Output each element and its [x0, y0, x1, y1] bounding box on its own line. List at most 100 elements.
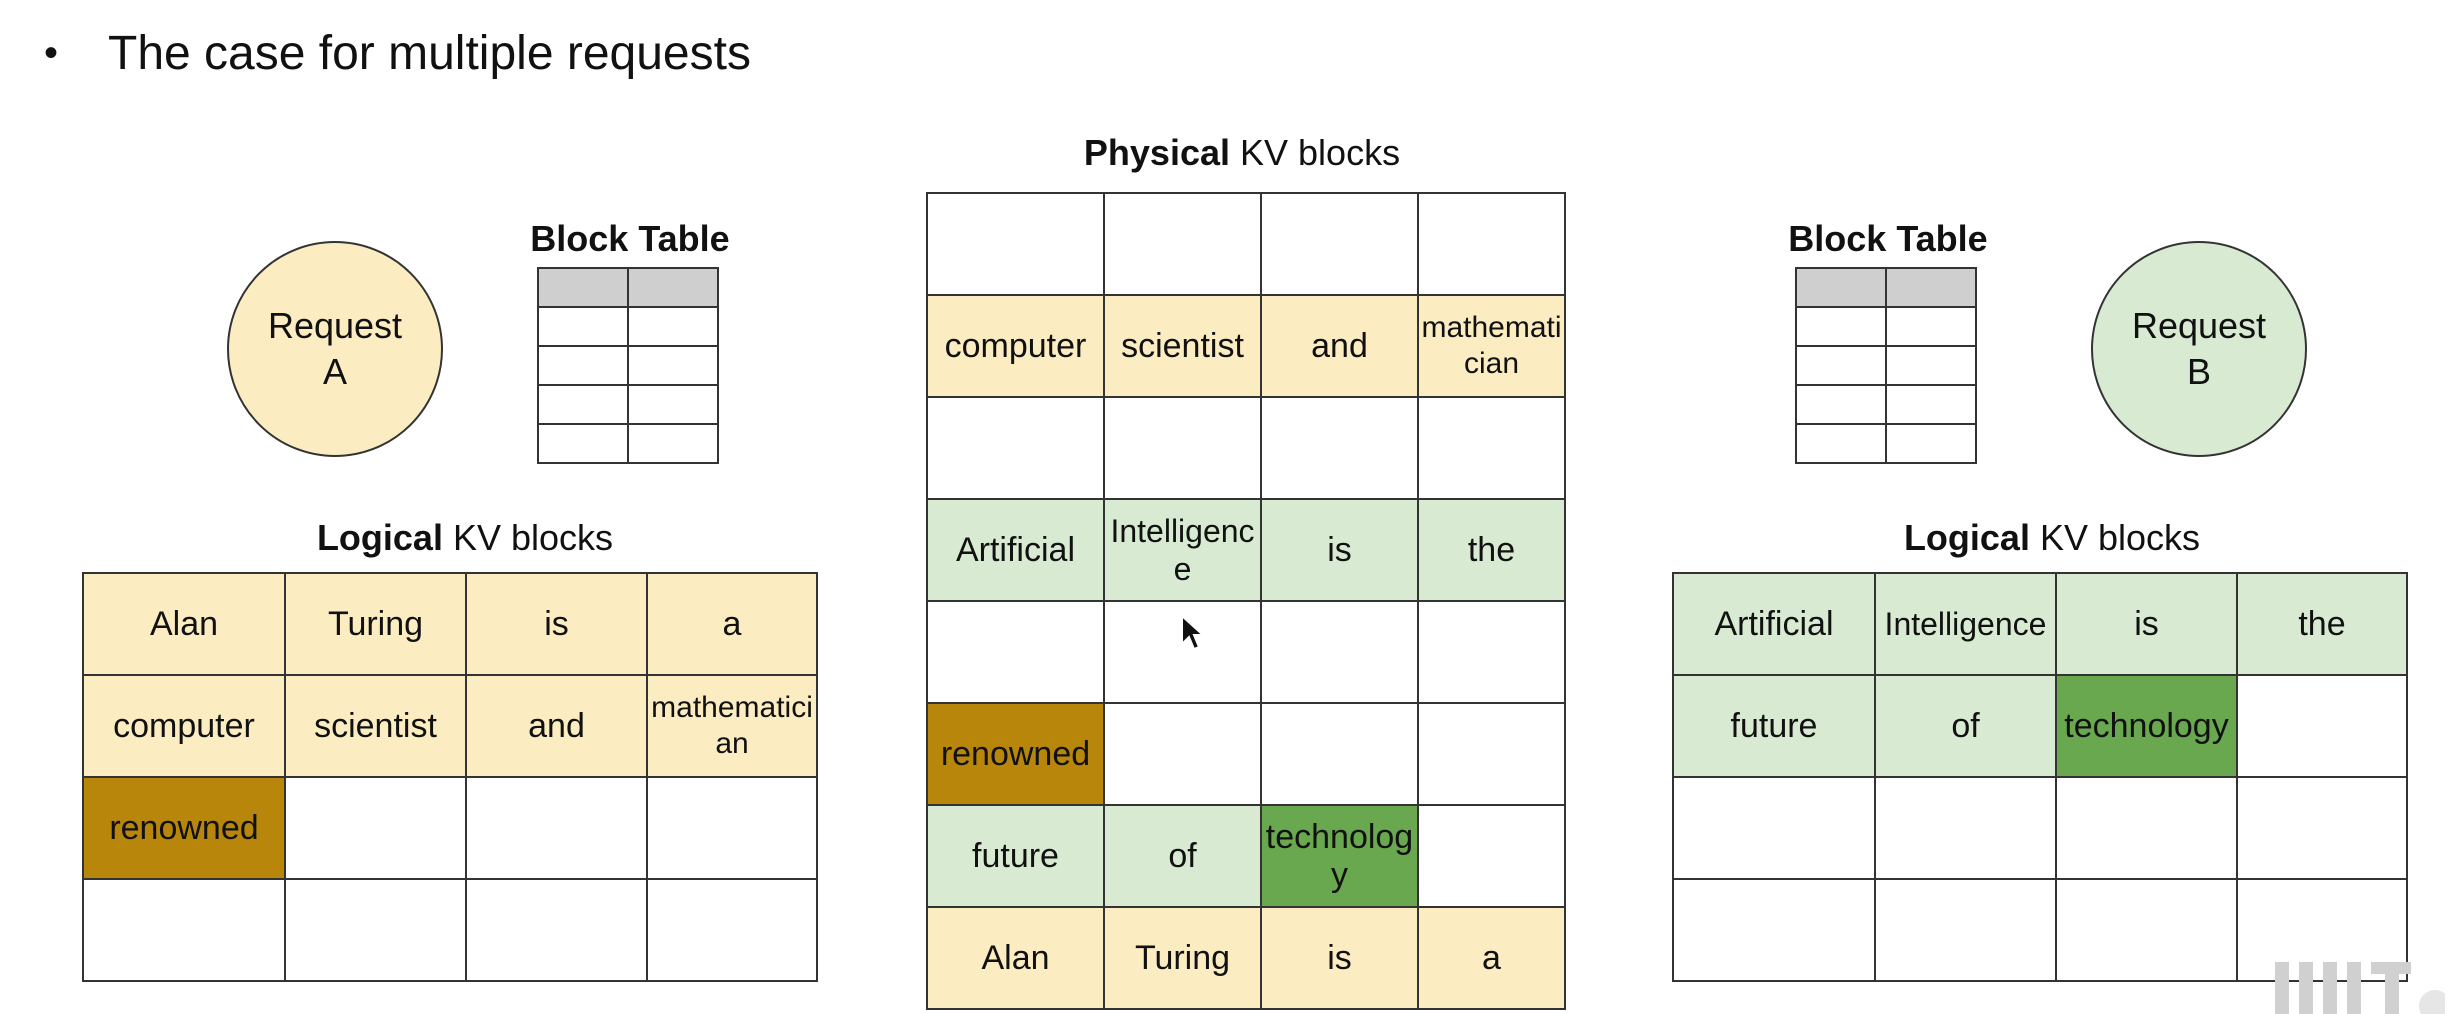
kv-empty-cell	[1417, 192, 1566, 296]
kv-row	[926, 600, 1566, 704]
kv-row	[1672, 878, 2408, 982]
kv-token-cell: and	[1260, 294, 1419, 398]
block-table-cell	[1885, 384, 1977, 425]
kv-empty-cell	[1874, 878, 2057, 982]
kv-empty-cell	[82, 878, 286, 982]
block-table-cell	[1795, 423, 1887, 464]
mouse-pointer-icon	[1181, 614, 1204, 651]
kv-token-cell: computer	[926, 294, 1105, 398]
kv-empty-cell	[284, 878, 467, 982]
kv-token-cell: scientist	[1103, 294, 1262, 398]
kv-empty-cell	[1260, 600, 1419, 704]
kv-empty-cell	[1417, 804, 1566, 908]
block-table-cell	[627, 306, 719, 347]
block-table-cell	[537, 423, 629, 464]
logical-a-caption: Logical KV blocks	[120, 517, 810, 559]
kv-empty-cell	[1874, 776, 2057, 880]
block-table-cell	[627, 384, 719, 425]
kv-token-cell: mathematician	[1417, 294, 1566, 398]
kv-empty-cell	[1417, 396, 1566, 500]
request-a-circle: Request A	[227, 241, 443, 457]
kv-row	[926, 396, 1566, 500]
kv-token-cell: Turing	[284, 572, 467, 676]
kv-empty-cell	[1260, 192, 1419, 296]
block-table-cell	[537, 384, 629, 425]
block-table-cell	[1885, 267, 1977, 308]
kv-empty-cell	[926, 192, 1105, 296]
block-table-cell	[1885, 423, 1977, 464]
kv-empty-cell	[1417, 702, 1566, 806]
block-table-a	[537, 267, 719, 464]
kv-row	[926, 192, 1566, 296]
kv-token-cell: Artificial	[926, 498, 1105, 602]
logical-a-caption-rest: KV blocks	[442, 517, 614, 558]
block-table-cell	[1795, 345, 1887, 386]
heading-text: The case for multiple requests	[108, 26, 751, 80]
kv-token-cell: technology	[2055, 674, 2238, 778]
block-table-cell	[1795, 267, 1887, 308]
kv-empty-cell	[1103, 702, 1262, 806]
kv-token-cell: is	[465, 572, 648, 676]
kv-token-cell: computer	[82, 674, 286, 778]
block-table-cell	[627, 345, 719, 386]
block-table-b-title: Block Table	[1788, 218, 1988, 259]
kv-token-cell: Artificial	[1672, 572, 1876, 676]
kv-row: renowned	[82, 776, 818, 880]
kv-empty-cell	[646, 776, 818, 880]
bullet: •	[44, 30, 59, 75]
kv-token-cell: is	[1260, 498, 1419, 602]
block-table-b	[1795, 267, 1977, 464]
kv-token-cell: mathematician	[646, 674, 818, 778]
kv-token-cell: Intelligence	[1874, 572, 2057, 676]
kv-empty-cell	[646, 878, 818, 982]
kv-token-cell: a	[1417, 906, 1566, 1010]
kv-empty-cell	[2236, 674, 2408, 778]
request-a-line1: Request	[267, 305, 403, 346]
physical-caption-bold: Physical	[1083, 132, 1230, 173]
kv-token-cell: technology	[1260, 804, 1419, 908]
kv-token-cell: a	[646, 572, 818, 676]
kv-token-cell: is	[2055, 572, 2238, 676]
kv-token-cell: of	[1103, 804, 1262, 908]
kv-token-cell: the	[1417, 498, 1566, 602]
block-table-cell	[537, 267, 629, 308]
kv-empty-cell	[1672, 776, 1876, 880]
kv-row	[82, 878, 818, 982]
kv-empty-cell	[465, 776, 648, 880]
slide-heading: • The case for multiple requests	[44, 18, 751, 88]
request-b-line1: Request	[2131, 305, 2267, 346]
kv-empty-cell	[1260, 702, 1419, 806]
kv-empty-cell	[926, 396, 1105, 500]
kv-empty-cell	[2236, 776, 2408, 880]
request-b-line2: B	[2186, 351, 2211, 392]
kv-token-cell: of	[1874, 674, 2057, 778]
kv-token-cell: is	[1260, 906, 1419, 1010]
block-table-cell	[627, 267, 719, 308]
block-table-cell	[1795, 306, 1887, 347]
kv-token-cell: scientist	[284, 674, 467, 778]
kv-empty-cell	[1672, 878, 1876, 982]
block-table-cell	[537, 306, 629, 347]
kv-empty-cell	[2055, 878, 2238, 982]
watermark-logo-icon	[2275, 962, 2445, 1014]
logical-a-caption-bold: Logical	[316, 517, 443, 558]
kv-token-cell: future	[1672, 674, 1876, 778]
kv-empty-cell	[1103, 192, 1262, 296]
kv-token-cell: future	[926, 804, 1105, 908]
block-table-cell	[627, 423, 719, 464]
kv-token-cell: Alan	[82, 572, 286, 676]
kv-row: renowned	[926, 702, 1566, 806]
block-table-cell	[1885, 345, 1977, 386]
kv-token-cell: and	[465, 674, 648, 778]
request-a-line2: A	[322, 351, 347, 392]
kv-empty-cell	[1103, 396, 1262, 500]
logical-b-caption: Logical KV blocks	[1672, 517, 2432, 559]
